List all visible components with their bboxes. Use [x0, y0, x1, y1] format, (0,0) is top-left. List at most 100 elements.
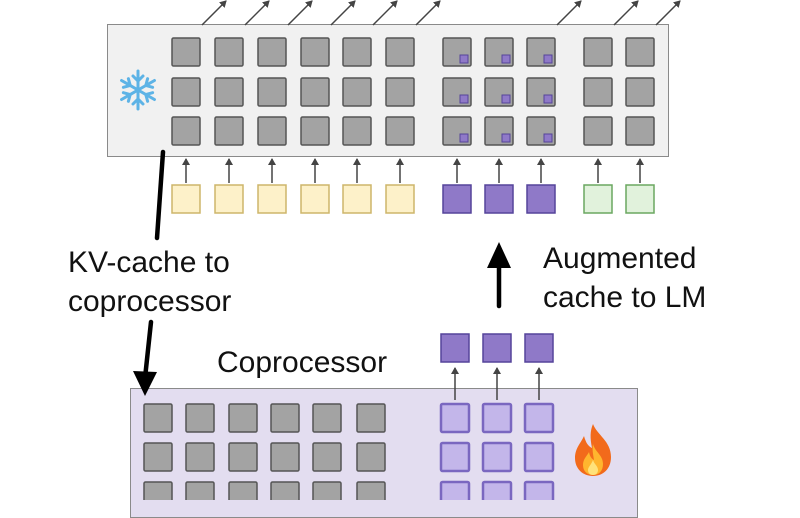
lm-cell	[625, 77, 655, 107]
lm-cell	[171, 77, 201, 107]
coprocessor-cache-cell	[270, 442, 300, 472]
coprocessor-latent-cell	[439, 441, 471, 473]
input-token	[171, 184, 201, 214]
augmented-label-line1: Augmented	[543, 242, 697, 275]
fire-icon	[568, 422, 618, 483]
coprocessor-cache-cell	[143, 481, 173, 500]
coprocessor-latent-cell	[523, 480, 555, 500]
lm-input-arrows	[182, 158, 644, 183]
input-token	[214, 184, 244, 214]
output-arrow	[372, 0, 398, 26]
coprocessor-cache-cell	[356, 442, 386, 472]
kv-cache-label-line1: KV-cache to	[68, 246, 230, 279]
lm-cell	[171, 37, 201, 67]
latent-token	[442, 184, 472, 214]
output-arrow	[613, 0, 639, 26]
output-arrow	[556, 0, 582, 26]
latent-cache-marker	[459, 54, 469, 64]
input-token	[257, 184, 287, 214]
lm-cell	[583, 116, 613, 146]
output-arrow	[655, 0, 681, 26]
coprocessor-output-arrows	[451, 367, 543, 400]
coprocessor-cache-cell	[270, 481, 300, 500]
kv-cache-arrow-line	[142, 149, 166, 381]
snowflake-icon	[115, 67, 161, 118]
lm-cell	[257, 116, 287, 146]
coprocessor-latent-cell	[523, 441, 555, 473]
coprocessor-latent-cell	[481, 441, 513, 473]
diagram-canvas	[133, 0, 681, 500]
latent-cache-marker	[501, 54, 511, 64]
lm-cell	[625, 116, 655, 146]
lm-cell	[385, 77, 415, 107]
lm-cell	[342, 37, 372, 67]
latent-cache-marker	[501, 94, 511, 104]
lm-cell	[214, 116, 244, 146]
latent-cache-marker	[543, 54, 553, 64]
lm-cell	[257, 77, 287, 107]
output-arrow	[330, 0, 356, 26]
lm-cell	[214, 77, 244, 107]
coprocessor-latent-cell	[439, 402, 471, 434]
coprocessor-latent-cell	[523, 402, 555, 434]
coprocessor-cache-cell	[185, 481, 215, 500]
coprocessor-cache-cell	[185, 403, 215, 433]
input-token	[342, 184, 372, 214]
output-arrow	[201, 0, 227, 26]
lm-output-arrows	[201, 0, 681, 26]
coprocessor-cache-cell	[228, 403, 258, 433]
output-token	[583, 184, 613, 214]
lm-cell	[385, 116, 415, 146]
coprocessor-cache-cell	[143, 403, 173, 433]
coprocessor-cache-cell	[356, 481, 386, 500]
coprocessor-cache-cell	[228, 481, 258, 500]
lm-cell	[625, 37, 655, 67]
input-token	[385, 184, 415, 214]
lm-cell	[171, 116, 201, 146]
latent-token	[484, 184, 514, 214]
coprocessor-cache-cell	[312, 403, 342, 433]
lm-cell	[583, 37, 613, 67]
lm-cell	[300, 116, 330, 146]
coprocessor-latent-output	[482, 333, 512, 363]
output-arrow	[244, 0, 270, 26]
coprocessor-latent-output	[524, 333, 554, 363]
lm-cell	[300, 37, 330, 67]
coprocessor-cache-cell	[143, 442, 173, 472]
coprocessor-latent-cell	[481, 480, 513, 500]
lm-cell	[214, 37, 244, 67]
coprocessor-latent-cell	[481, 402, 513, 434]
coprocessor-label: Coprocessor	[217, 346, 388, 379]
coprocessor-cache-cell	[312, 442, 342, 472]
lm-cell	[385, 37, 415, 67]
augmented-cache-arrowhead	[487, 242, 511, 268]
coprocessor-latent-cell	[439, 480, 471, 500]
coprocessor-cache-cell	[228, 442, 258, 472]
output-token	[625, 184, 655, 214]
lm-cell	[583, 77, 613, 107]
latent-cache-marker	[459, 133, 469, 143]
lm-cell-grid	[171, 37, 655, 146]
latent-cache-marker	[501, 133, 511, 143]
augmented-label-line2: cache to LM	[543, 281, 707, 314]
latent-token	[526, 184, 556, 214]
coprocessor-cache-cell	[356, 403, 386, 433]
latent-cache-marker	[543, 94, 553, 104]
latent-cache-marker	[459, 94, 469, 104]
output-arrow	[415, 0, 441, 26]
coprocessor-cell-grid	[143, 402, 555, 500]
coprocessor-output-row	[440, 333, 554, 363]
coprocessor-cache-cell	[185, 442, 215, 472]
token-row	[171, 184, 655, 214]
lm-cell	[342, 116, 372, 146]
output-arrow	[287, 0, 313, 26]
coprocessor-cache-cell	[270, 403, 300, 433]
lm-cell	[300, 77, 330, 107]
kv-cache-arrowhead	[133, 371, 157, 396]
input-token	[300, 184, 330, 214]
coprocessor-cache-cell	[312, 481, 342, 500]
lm-cell	[342, 77, 372, 107]
coprocessor-latent-output	[440, 333, 470, 363]
kv-cache-label-line2: coprocessor	[68, 285, 232, 318]
latent-cache-marker	[543, 133, 553, 143]
